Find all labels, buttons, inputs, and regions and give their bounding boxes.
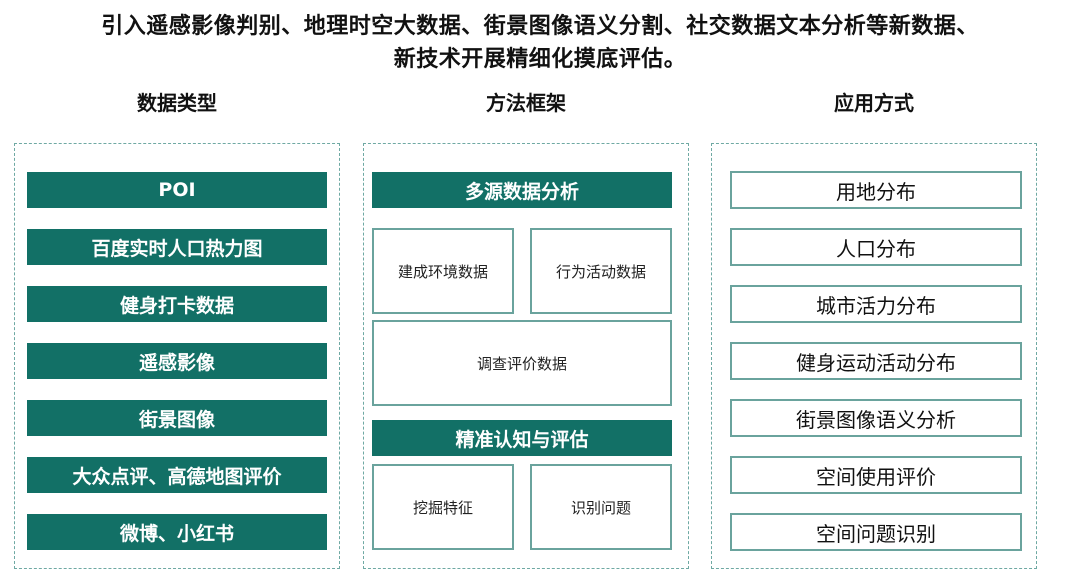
data-type-item: 大众点评、高德地图评价 [27, 457, 327, 493]
application-item: 街景图像语义分析 [730, 399, 1022, 437]
box-survey-evaluation: 调查评价数据 [372, 320, 672, 406]
data-type-item: 遥感影像 [27, 343, 327, 379]
data-type-item: 健身打卡数据 [27, 286, 327, 322]
panel-data-types: POI 百度实时人口热力图 健身打卡数据 遥感影像 街景图像 大众点评、高德地图… [14, 143, 340, 569]
header-applications: 应用方式 [834, 91, 914, 115]
application-item: 城市活力分布 [730, 285, 1022, 323]
application-item: 空间问题识别 [730, 513, 1022, 551]
method-section-multi-source: 多源数据分析 [372, 172, 672, 208]
application-item: 用地分布 [730, 171, 1022, 209]
header-method: 方法框架 [486, 91, 566, 115]
data-type-item: 微博、小红书 [27, 514, 327, 550]
data-type-item: 百度实时人口热力图 [27, 229, 327, 265]
application-item: 健身运动活动分布 [730, 342, 1022, 380]
data-type-item: POI [27, 172, 327, 208]
box-behavior-activity: 行为活动数据 [530, 228, 672, 314]
header-data-types: 数据类型 [137, 91, 217, 115]
box-mine-features: 挖掘特征 [372, 464, 514, 550]
application-item: 空间使用评价 [730, 456, 1022, 494]
panel-method: 多源数据分析 建成环境数据 行为活动数据 调查评价数据 精准认知与评估 挖掘特征… [363, 143, 689, 569]
page-title-line-2: 新技术开展精细化摸底评估。 [393, 47, 687, 72]
application-item: 人口分布 [730, 228, 1022, 266]
panel-applications: 用地分布 人口分布 城市活力分布 健身运动活动分布 街景图像语义分析 空间使用评… [711, 143, 1037, 569]
box-identify-problems: 识别问题 [530, 464, 672, 550]
page-title-line-1: 引入遥感影像判别、地理时空大数据、街景图像语义分割、社交数据文本分析等新数据、 [101, 14, 979, 39]
method-section-evaluation: 精准认知与评估 [372, 420, 672, 456]
data-type-item: 街景图像 [27, 400, 327, 436]
box-built-environment: 建成环境数据 [372, 228, 514, 314]
